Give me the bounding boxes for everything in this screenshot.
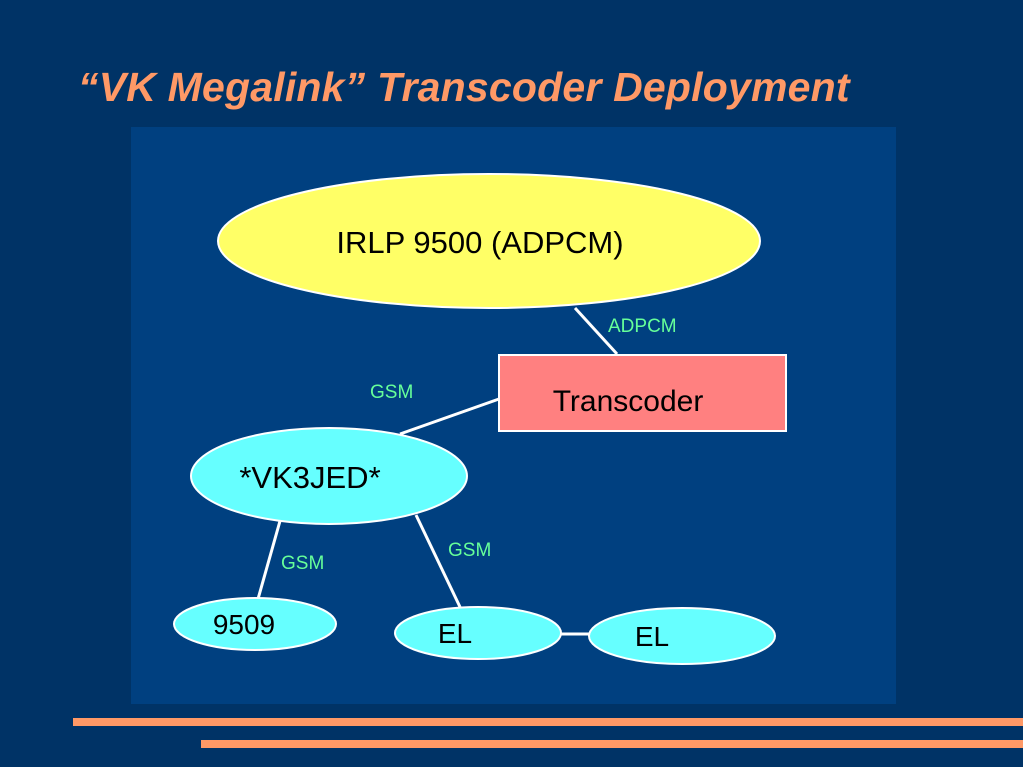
- el-node-right: [588, 607, 776, 665]
- connector-transcoder-vk3jed: [399, 397, 500, 436]
- vk3jed-node-label: *VK3JED*: [239, 460, 380, 495]
- edge-label-adpcm: ADPCM: [608, 316, 677, 337]
- slide-title: “VK Megalink” Transcoder Deployment: [78, 64, 850, 110]
- node-9509: [173, 597, 337, 651]
- transcoder-node: [498, 354, 787, 432]
- transcoder-node-label: Transcoder: [553, 385, 704, 418]
- el-node-left-label: EL: [438, 618, 472, 649]
- edge-label-gsm-9509: GSM: [281, 553, 324, 574]
- node-9509-label: 9509: [213, 609, 275, 640]
- decorative-rule-bottom: [201, 740, 1023, 748]
- el-node-left: [394, 606, 562, 660]
- edge-label-gsm-el: GSM: [448, 540, 491, 561]
- connector-irlp-transcoder: [573, 306, 619, 356]
- irlp-node: [217, 173, 761, 309]
- irlp-node-label: IRLP 9500 (ADPCM): [336, 225, 623, 260]
- el-node-right-label: EL: [635, 621, 669, 652]
- decorative-rule-top: [73, 718, 1023, 726]
- connector-vk3jed-9509: [256, 520, 282, 600]
- connector-vk3jed-el: [414, 514, 462, 608]
- vk3jed-node: [190, 427, 468, 525]
- edge-label-gsm-transcoder: GSM: [370, 382, 413, 403]
